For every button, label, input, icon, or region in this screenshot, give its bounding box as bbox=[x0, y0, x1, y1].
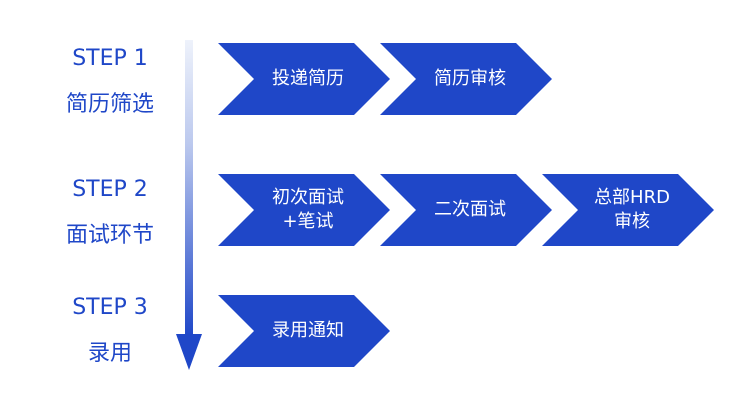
step-3-label: STEP 3 录用 bbox=[55, 293, 165, 369]
chevron-label: 录用通知 bbox=[272, 320, 344, 341]
step-3-number: STEP 3 bbox=[72, 295, 148, 320]
chevron-submit-resume: 投递简历 bbox=[218, 43, 390, 115]
step-1-number: STEP 1 bbox=[72, 46, 148, 71]
step-2-name: 面试环节 bbox=[65, 223, 154, 248]
timeline-arrowhead bbox=[176, 334, 202, 370]
chevron-first-interview: 初次面试 +笔试 bbox=[218, 174, 390, 246]
chevron-label: 二次面试 bbox=[434, 199, 506, 220]
step-2-number: STEP 2 bbox=[72, 177, 148, 202]
step-2-label: STEP 2 面试环节 bbox=[55, 175, 165, 251]
timeline-shaft bbox=[185, 40, 193, 336]
step-1-label: STEP 1 简历筛选 bbox=[55, 44, 165, 120]
chevron-label: 总部HRD 审核 bbox=[594, 187, 670, 232]
step-1-name: 简历筛选 bbox=[65, 92, 154, 117]
chevron-label: 投递简历 bbox=[272, 68, 344, 89]
chevron-second-interview: 二次面试 bbox=[380, 174, 552, 246]
timeline-arrow bbox=[176, 40, 202, 370]
chevron-offer-notice: 录用通知 bbox=[218, 295, 390, 367]
chevron-label: 初次面试 +笔试 bbox=[272, 187, 344, 232]
step-3-name: 录用 bbox=[87, 341, 132, 366]
chevron-resume-review: 简历审核 bbox=[380, 43, 552, 115]
chevron-hrd-review: 总部HRD 审核 bbox=[542, 174, 714, 246]
chevron-label: 简历审核 bbox=[434, 68, 506, 89]
